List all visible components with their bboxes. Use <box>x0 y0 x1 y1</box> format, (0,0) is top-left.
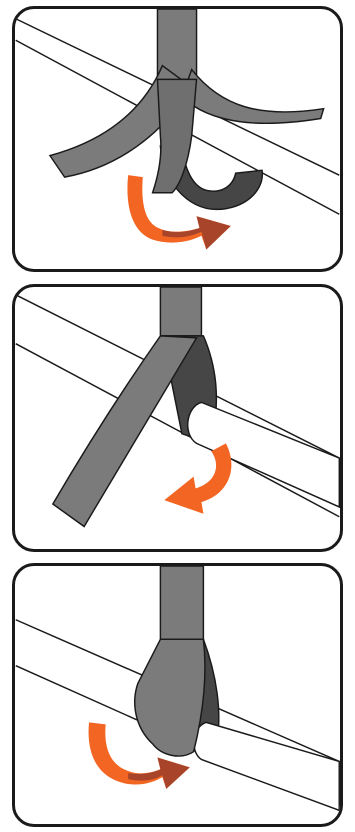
strap-vertical <box>160 566 203 639</box>
strap-front-fold <box>135 639 205 756</box>
step-2-illustration <box>15 287 340 549</box>
step-3-panel <box>12 563 343 827</box>
step-3-illustration <box>15 566 340 824</box>
curved-arrow-shadow <box>162 216 230 249</box>
strap-right-flap <box>182 70 324 124</box>
step-1-panel <box>12 6 343 272</box>
step-2-panel <box>12 284 343 552</box>
step-1-illustration <box>15 9 340 269</box>
curved-arrow-icon <box>164 443 231 513</box>
strap-vertical <box>160 287 201 336</box>
